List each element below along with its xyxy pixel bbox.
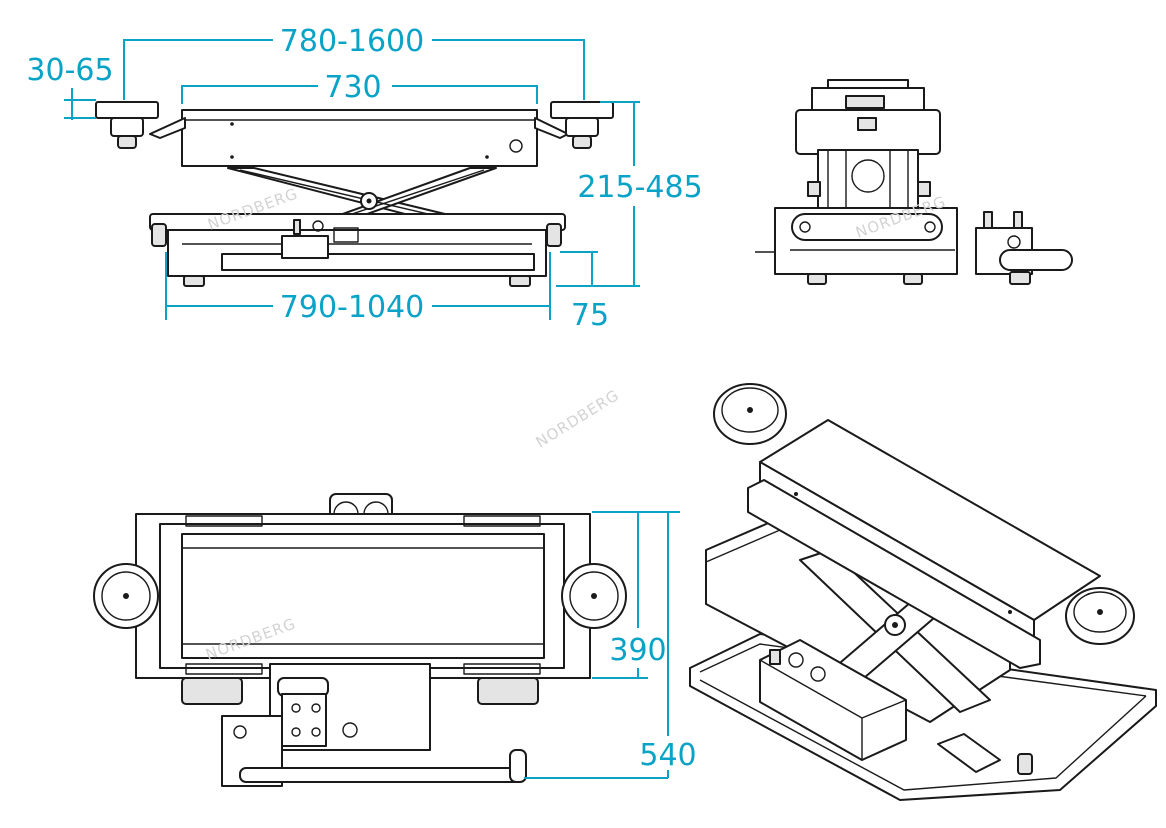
dim-height: 215-485 <box>577 170 702 205</box>
top-view: 390 540 NORDBERG <box>93 493 697 787</box>
dim-depth: 390 <box>609 633 666 668</box>
dim-adjust: 30-65 <box>26 53 113 88</box>
watermark-text: NORDBERG <box>533 386 623 452</box>
dim-overall-width: 780-1600 <box>280 24 424 59</box>
dim-top-width: 730 <box>324 70 381 105</box>
end-view: NORDBERG <box>755 79 1073 285</box>
side-view: 780-1600 730 30-65 215-485 790-1040 75 N… <box>26 24 702 333</box>
dim-total-depth: 540 <box>639 738 696 773</box>
dim-base-length: 790-1040 <box>280 290 424 325</box>
dim-offset: 75 <box>571 298 609 333</box>
